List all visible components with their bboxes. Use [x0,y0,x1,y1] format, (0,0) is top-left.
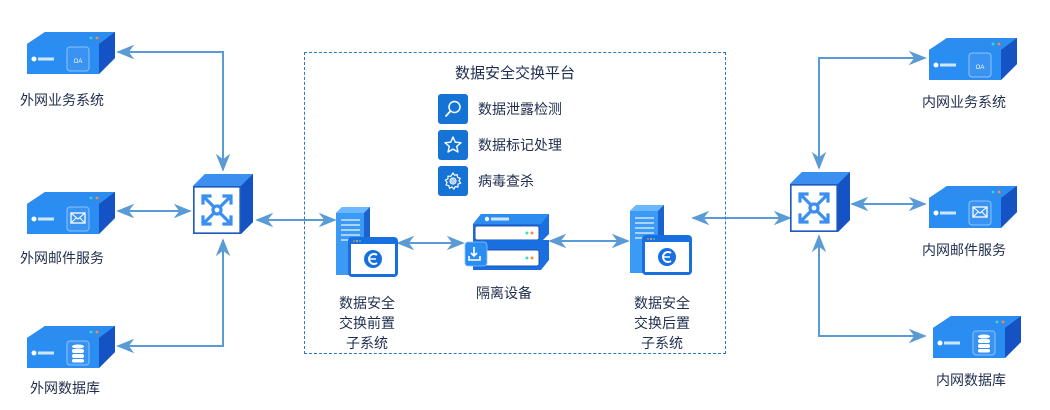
mail-icon [70,212,86,224]
feature-leak-detection: 数据泄露检测 [438,94,562,124]
label-line: 交换前置 [339,316,395,332]
isolation-label: 隔离设备 [476,286,532,302]
ext-db-label: 外网数据库 [30,381,100,397]
label-line: 数据安全 [339,296,395,312]
back-subsystem-label: 数据安全 交换后置 子系统 [617,294,707,354]
platform-title: 数据安全交换平台 [454,64,575,82]
ext-mail-device[interactable] [25,190,117,236]
ext-business-device[interactable]: OA [25,30,117,76]
database-icon [978,334,990,353]
feature-label: 病毒查杀 [478,174,534,190]
platform-boundary [304,52,726,354]
int-mail-device[interactable] [927,184,1019,230]
label-line: 子系统 [641,336,683,352]
wire-switch-ext-db [116,238,231,354]
switch-icon [201,194,233,226]
brand-logo [38,57,54,61]
label-line: 子系统 [346,336,388,352]
wire-switch-ext-business [116,44,231,172]
front-subsystem-label: 数据安全 交换前置 子系统 [322,294,412,354]
int-db-device[interactable] [931,314,1023,360]
ext-mail-label: 外网邮件服务 [20,251,104,267]
wire-switch-int-db [811,234,927,344]
int-db-label: 内网数据库 [936,373,1006,389]
oa-badge: OA [74,59,83,65]
int-switch[interactable] [788,170,852,234]
search-icon [438,94,468,124]
ext-db-device[interactable] [25,324,117,370]
switch-icon [798,192,830,224]
back-subsystem-server[interactable] [628,203,694,279]
mail-icon [972,206,988,218]
feature-label: 数据标记处理 [478,138,562,154]
star-icon [438,130,468,160]
ext-switch[interactable] [191,172,255,236]
feature-antivirus: 病毒查杀 [438,166,534,196]
int-mail-label: 内网邮件服务 [922,243,1006,259]
wire-switch-int-business [811,50,927,170]
isolation-device[interactable] [463,212,551,274]
oa-badge: OA [976,65,985,71]
int-business-label: 内网业务系统 [922,95,1006,111]
label-line: 数据安全 [634,296,690,312]
ext-business-label: 外网业务系统 [20,93,104,109]
gear-icon [438,166,468,196]
int-business-device[interactable]: OA [927,36,1019,82]
database-icon [72,344,84,363]
feature-label: 数据泄露检测 [478,102,562,118]
feature-data-marking: 数据标记处理 [438,130,562,160]
download-icon [468,247,481,261]
front-subsystem-server[interactable] [334,205,400,281]
label-line: 交换后置 [634,316,690,332]
